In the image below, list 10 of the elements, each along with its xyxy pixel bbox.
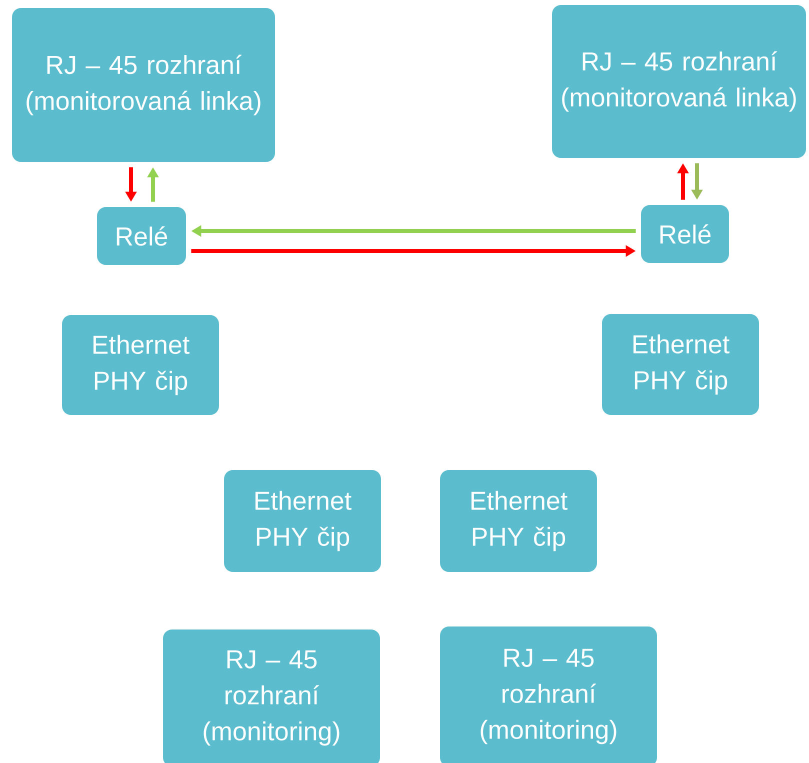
component-box: Ethernet PHY čip — [602, 314, 759, 415]
component-box: Ethernet PHY čip — [440, 470, 597, 572]
component-box: Relé — [97, 207, 186, 265]
component-box: Ethernet PHY čip — [224, 470, 381, 572]
component-box: RJ – 45 rozhraní (monitoring) — [163, 630, 380, 763]
component-box: RJ – 45 rozhraní (monitorovaná linka) — [12, 8, 275, 162]
component-box: Ethernet PHY čip — [62, 315, 219, 415]
component-box: Relé — [641, 205, 729, 263]
component-box: RJ – 45 rozhraní (monitorovaná linka) — [552, 5, 806, 158]
component-box: RJ – 45 rozhraní (monitoring) — [440, 626, 657, 763]
